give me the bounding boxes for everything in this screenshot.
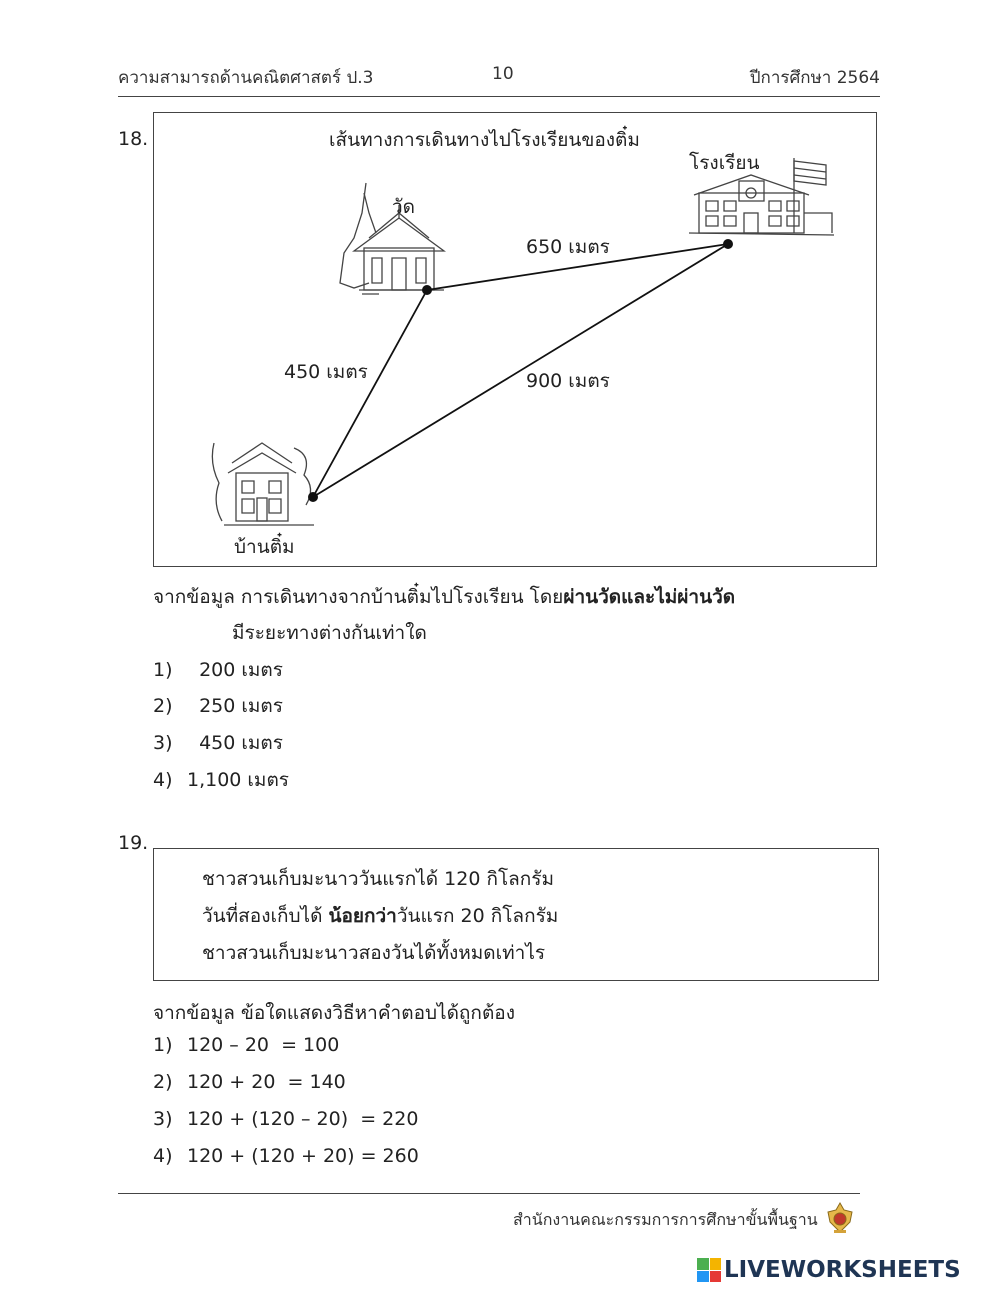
question-18-text-line2: มีระยะทางต่างกันเท่าใด [232,622,427,644]
home-point [308,492,318,502]
brand-text: LIVEWORKSHEETS [724,1257,961,1283]
problem-line-3: ชาวสวนเก็บมะนาวสองวันได้ทั้งหมดเท่าไร [202,942,546,964]
distance-home-temple: 450 เมตร [284,361,368,383]
obec-emblem-icon [822,1200,858,1236]
option-number: 2) [153,1071,173,1093]
footer-office: สำนักงานคณะกรรมการการศึกษาขั้นพื้นฐาน [513,1210,818,1229]
option-text: 250 เมตร [187,695,283,717]
header-subject: ความสามารถด้านคณิตศาสตร์ ป.3 [118,68,374,88]
problem-line-2-a: วันที่สองเก็บได้ [202,905,329,927]
option-number: 1) [153,1034,173,1056]
question-18-text-bold: ผ่านวัดและไม่ผ่านวัด [563,586,736,608]
question-19-text: จากข้อมูล ข้อใดแสดงวิธีหาคำตอบได้ถูกต้อง [153,1002,515,1024]
problem-line-1: ชาวสวนเก็บมะนาววันแรกได้ 120 กิโลกรัม [202,868,555,890]
q19-option-3[interactable]: 3) 120 + (120 – 20) = 220 [153,1108,418,1130]
distance-home-school: 900 เมตร [526,370,610,392]
problem-line-2: วันที่สองเก็บได้ น้อยกว่าวันแรก 20 กิโลก… [202,901,558,931]
home-label: บ้านติ๋ม [234,532,295,558]
route-home-temple [312,289,428,498]
option-number: 2) [153,695,173,717]
distance-temple-school: 650 เมตร [526,236,610,258]
option-number: 4) [153,1145,173,1167]
school-icon [688,158,835,236]
option-number: 1) [153,659,173,681]
option-text: 450 เมตร [187,732,283,754]
school-point [723,239,733,249]
question-18-text-a: จากข้อมูล การเดินทางจากบ้านติ๋มไปโรงเรีย… [153,586,564,608]
q18-option-3[interactable]: 3) 450 เมตร [153,728,283,758]
route-temple-school [426,243,729,291]
q19-option-4[interactable]: 4) 120 + (120 + 20) = 260 [153,1145,419,1167]
question-19-problem-box: ชาวสวนเก็บมะนาววันแรกได้ 120 กิโลกรัม วั… [153,848,879,981]
option-text: 120 + (120 + 20) = 260 [187,1145,419,1167]
option-number: 4) [153,769,173,791]
header-divider [118,96,880,97]
problem-line-2-b: วันแรก 20 กิโลกรัม [396,905,559,927]
option-text: 200 เมตร [187,659,283,681]
option-text: 120 – 20 = 100 [187,1034,340,1056]
page-number: 10 [492,64,514,84]
route-diagram: เส้นทางการเดินทางไปโรงเรียนของติ๋ม วัด [153,112,877,567]
header-year: ปีการศึกษา 2564 [749,68,880,88]
option-text: 120 + 20 = 140 [187,1071,346,1093]
q18-option-4[interactable]: 4) 1,100 เมตร [153,765,289,795]
question-19-number: 19. [118,832,149,854]
diagram-title: เส้นทางการเดินทางไปโรงเรียนของติ๋ม [329,125,640,151]
q18-option-2[interactable]: 2) 250 เมตร [153,691,283,721]
option-number: 3) [153,1108,173,1130]
temple-label: วัด [392,196,415,218]
option-text: 1,100 เมตร [187,769,289,791]
school-label: โรงเรียน [689,151,760,174]
q19-option-2[interactable]: 2) 120 + 20 = 140 [153,1071,346,1093]
live-badge-icon [697,1258,721,1282]
house-icon [211,442,314,526]
problem-line-2-bold: น้อยกว่า [328,905,397,927]
route-home-school [312,243,729,498]
q19-option-1[interactable]: 1) 120 – 20 = 100 [153,1034,339,1056]
q18-option-1[interactable]: 1) 200 เมตร [153,655,283,685]
question-18-number: 18. [118,128,149,150]
footer-divider [118,1193,860,1194]
option-text: 120 + (120 – 20) = 220 [187,1108,419,1130]
option-number: 3) [153,732,173,754]
question-18-text: จากข้อมูล การเดินทางจากบ้านติ๋มไปโรงเรีย… [153,582,735,612]
liveworksheets-logo[interactable]: LIVEWORKSHEETS [697,1255,961,1285]
temple-point [422,285,432,295]
